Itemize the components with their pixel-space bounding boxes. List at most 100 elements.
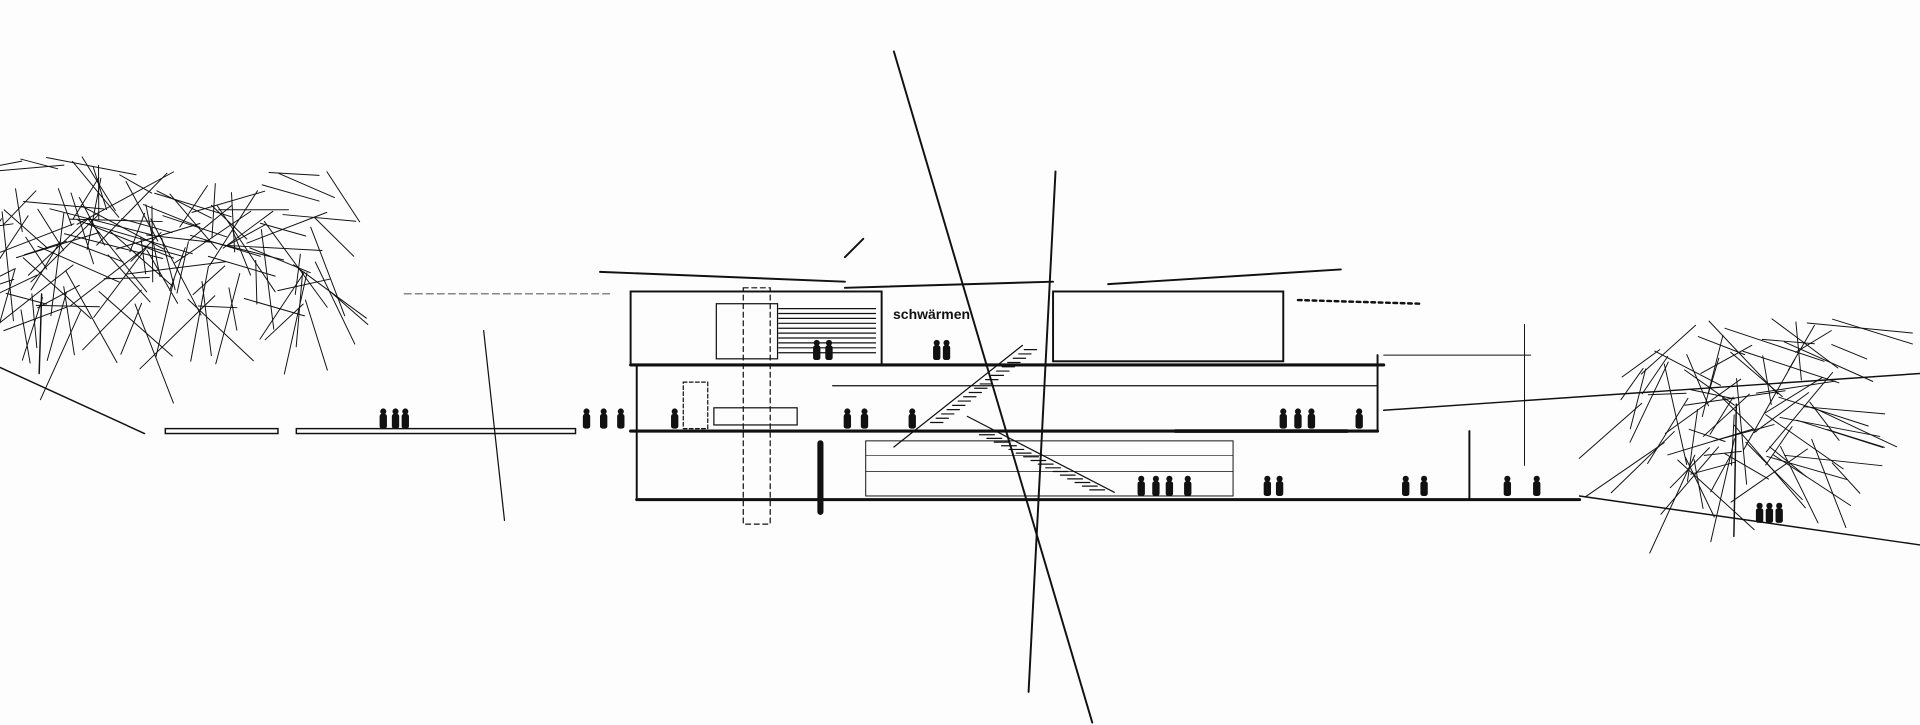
tree-stroke (326, 171, 361, 223)
person-silhouette (860, 408, 869, 429)
tree-stroke (1610, 431, 1675, 494)
tree-stroke (1811, 438, 1847, 529)
tree-stroke (1663, 363, 1688, 466)
tree-stroke (0, 218, 2, 222)
tree-stroke (86, 222, 193, 255)
tree-stroke (31, 293, 38, 349)
tree-stroke (1771, 318, 1839, 369)
tree-stroke (0, 274, 38, 294)
tree-stroke (134, 303, 174, 404)
tree-stroke (282, 214, 357, 222)
person-silhouette (1275, 475, 1284, 496)
person-silhouette (933, 339, 941, 361)
tree-stroke (0, 264, 74, 324)
tree-stroke (156, 190, 212, 219)
person-silhouette (1184, 475, 1192, 496)
tree-stroke (174, 210, 252, 264)
tree-stroke (1697, 336, 1746, 356)
tree-stroke (1779, 416, 1881, 437)
tree-stroke (304, 299, 328, 371)
tree-stroke (1693, 459, 1704, 509)
tree-stroke (0, 164, 65, 172)
tree-stroke (1686, 408, 1699, 482)
tree-stroke (1762, 355, 1772, 405)
tree-stroke (37, 208, 65, 251)
person-silhouette (600, 408, 608, 429)
tree-stroke (50, 212, 65, 317)
tree-stroke (1795, 321, 1802, 381)
tree-stroke (1826, 429, 1885, 448)
tree-stroke (129, 212, 146, 253)
tree-stroke (22, 257, 92, 320)
tree-stroke (1763, 377, 1823, 414)
person-silhouette (1294, 408, 1302, 429)
tree-stroke (249, 247, 311, 274)
tree-stroke (46, 157, 137, 176)
tree-stroke (0, 223, 14, 227)
person-silhouette (1765, 502, 1774, 523)
person-silhouette (843, 408, 852, 429)
tree-stroke (261, 184, 320, 202)
tree-stroke (210, 204, 248, 240)
person-silhouette (1307, 408, 1316, 429)
tree-stroke (1629, 368, 1647, 430)
tree-stroke (96, 172, 168, 246)
tree-stroke (1690, 461, 1735, 475)
tree-stroke (190, 265, 209, 362)
tree-stroke (1787, 324, 1815, 371)
tree-stroke (86, 177, 102, 250)
tree-stroke (0, 278, 15, 285)
tree-stroke (1756, 380, 1836, 394)
person-silhouette (617, 408, 625, 429)
tree-stroke (263, 220, 328, 308)
tree-stroke (1647, 397, 1689, 464)
tree-stroke (20, 158, 59, 170)
tree-stroke (140, 236, 147, 275)
person-silhouette (813, 339, 821, 361)
tree-stroke (121, 218, 173, 234)
tree-stroke (46, 291, 67, 361)
tree-stroke (228, 287, 238, 331)
tree-stroke (1730, 414, 1735, 466)
tree-stroke (20, 309, 31, 364)
tree-stroke (3, 190, 37, 225)
tree-stroke (264, 303, 304, 341)
tree-stroke (1784, 454, 1883, 467)
tree-stroke (1795, 330, 1832, 353)
tree-stroke (77, 219, 174, 259)
tree-stroke (1761, 338, 1815, 345)
person-silhouette (1279, 408, 1287, 429)
tree-stroke (5, 292, 48, 305)
person-silhouette (1402, 475, 1410, 496)
tree-stroke (0, 267, 16, 324)
tree-stroke (169, 247, 186, 291)
tree-stroke (246, 211, 328, 244)
tree-stroke (1578, 402, 1643, 459)
tree-stroke (1621, 349, 1661, 378)
tree-stroke (21, 297, 43, 361)
tree-stroke (314, 217, 355, 257)
tree-stroke (1664, 378, 1742, 434)
tree-stroke (268, 172, 320, 176)
tree-stroke (1769, 446, 1807, 478)
tree-stroke (1684, 390, 1786, 406)
tree-stroke (35, 304, 100, 308)
tree-stroke (232, 230, 252, 276)
tree-stroke (63, 286, 75, 356)
person-silhouette (825, 339, 833, 361)
tree-stroke (1647, 392, 1687, 396)
tree-stroke (211, 183, 216, 239)
annotation-schwarmen: schwärmen (893, 306, 971, 322)
tree-stroke (1669, 447, 1710, 489)
tree-stroke (1641, 355, 1669, 395)
tree-stroke (1812, 407, 1898, 448)
tree-stroke (207, 255, 276, 277)
tree-stroke (39, 310, 82, 401)
tree-stroke (3, 209, 49, 249)
construction-lines (892, 50, 1094, 724)
person-silhouette (1165, 475, 1174, 496)
tree-stroke (1831, 344, 1868, 360)
tree-stroke (1742, 350, 1840, 384)
tree-stroke (204, 239, 285, 261)
